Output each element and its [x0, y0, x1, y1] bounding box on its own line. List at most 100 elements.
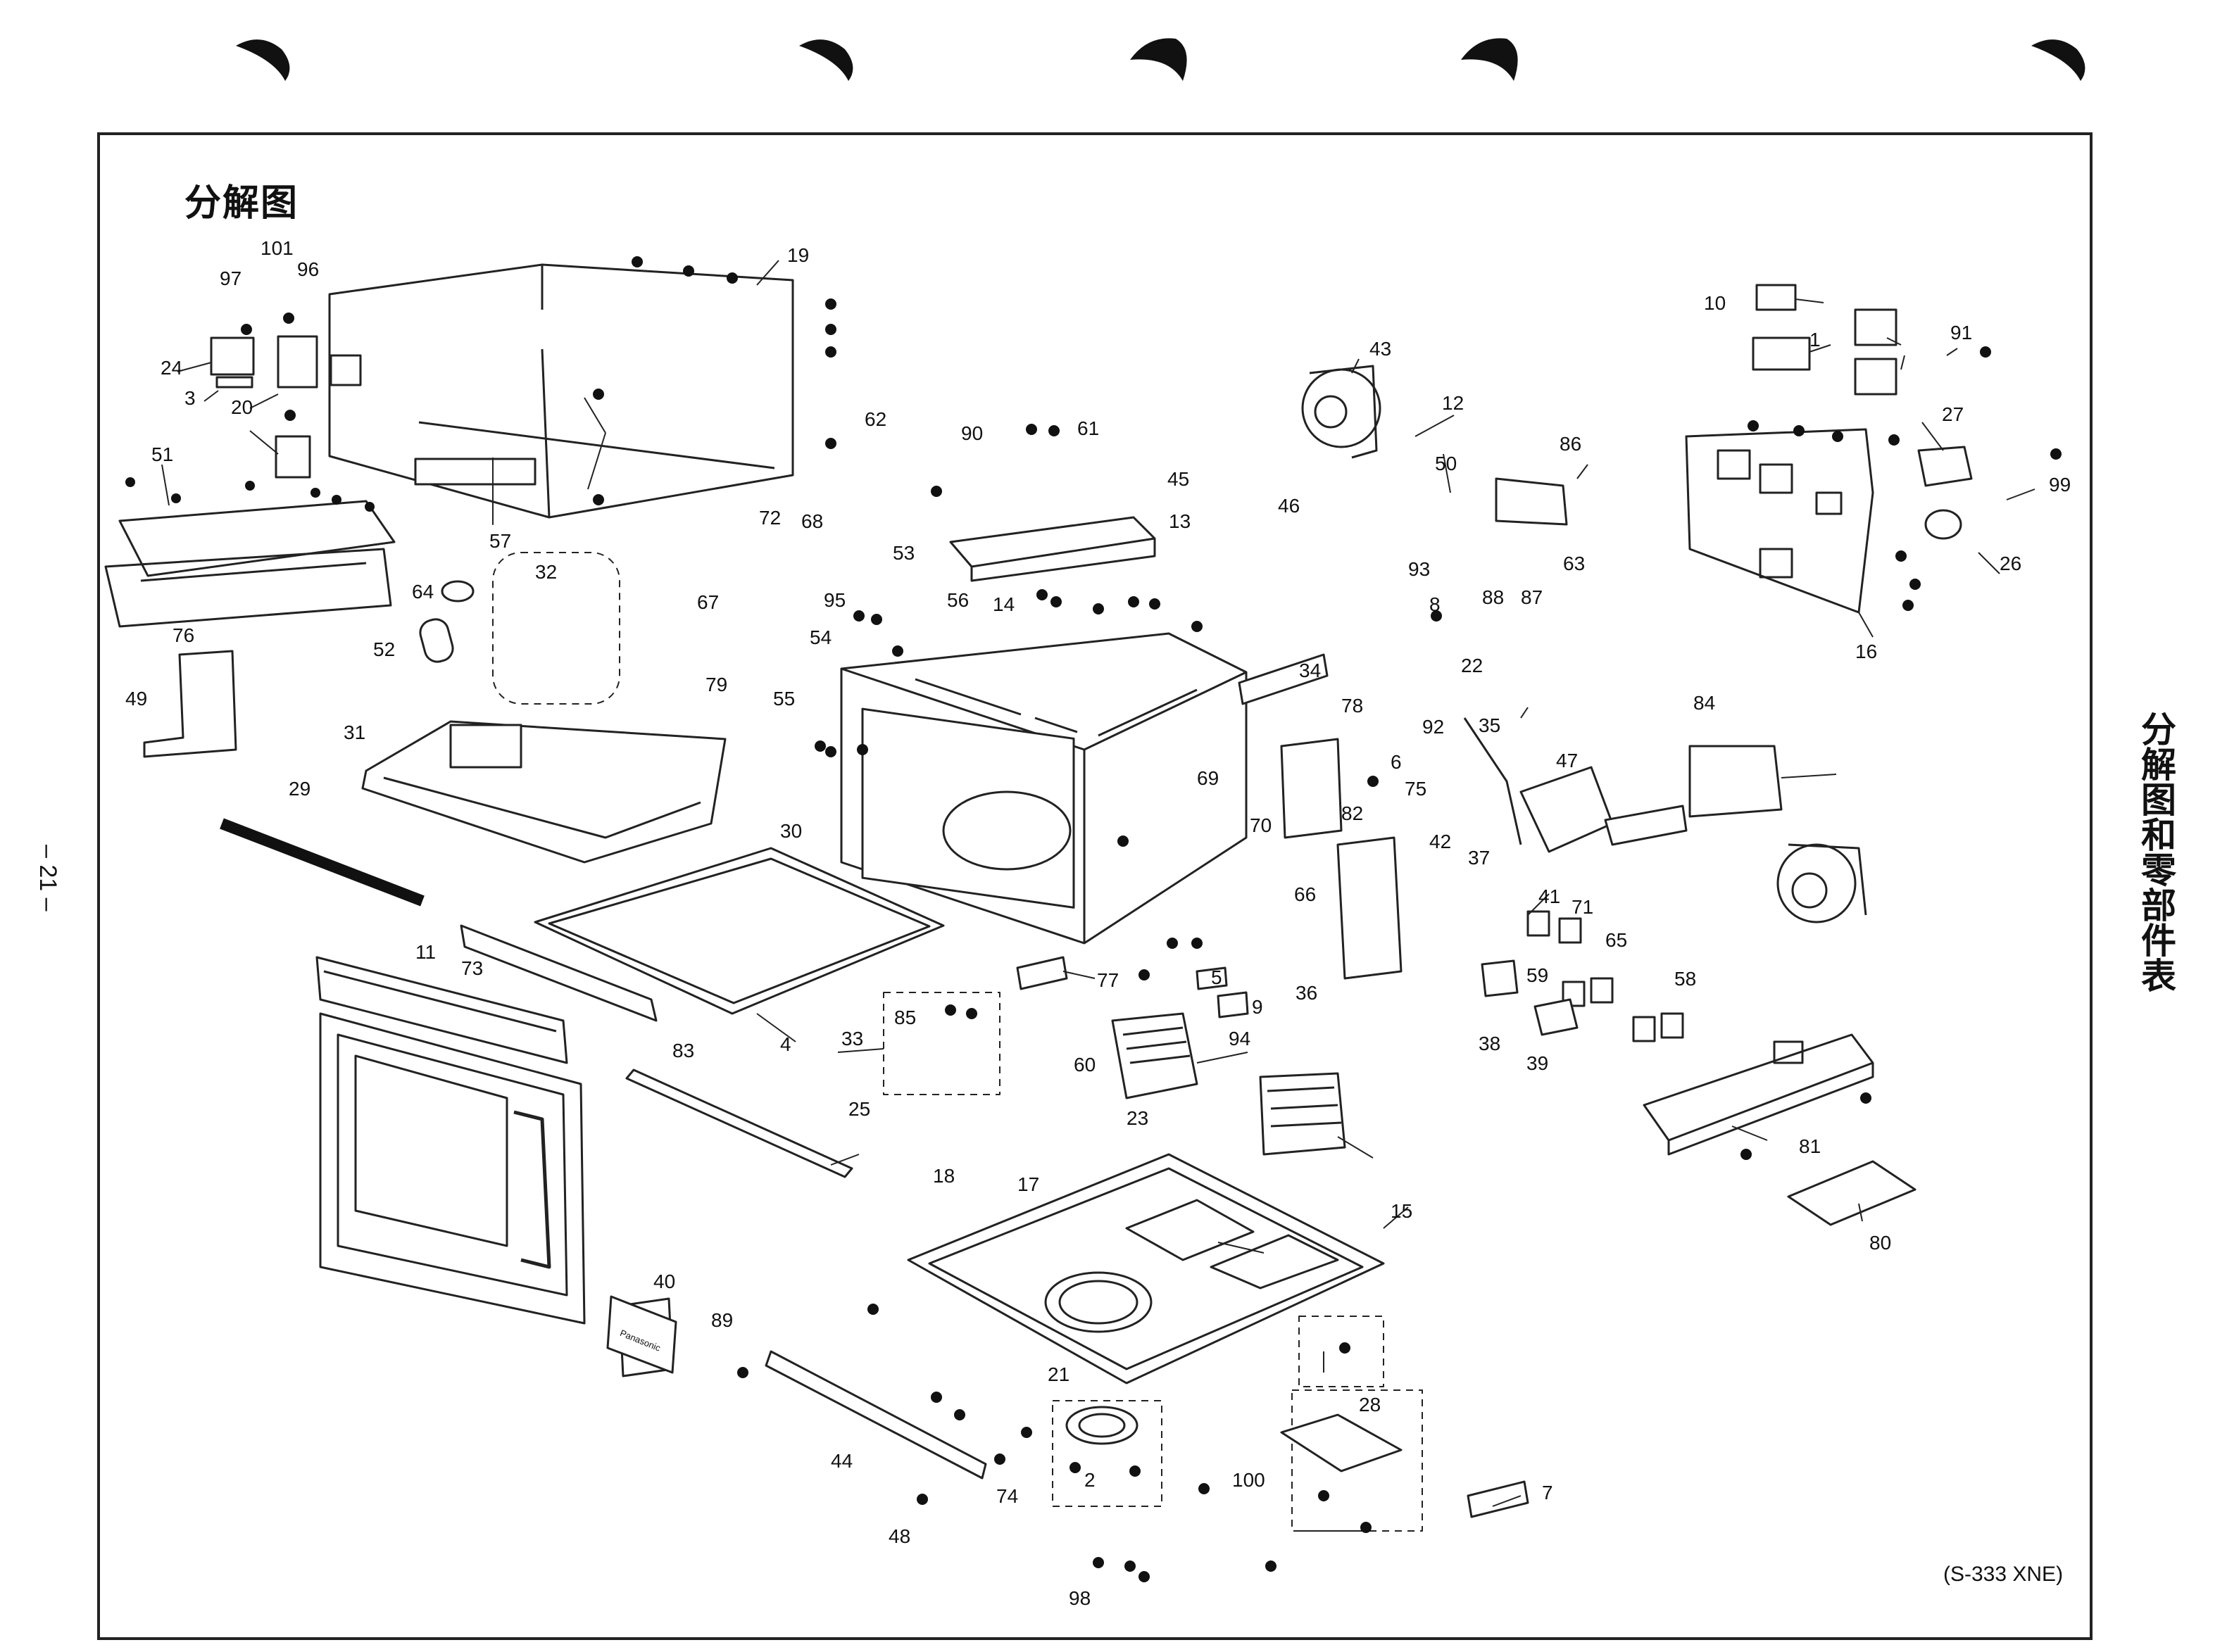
- callout-80: 80: [1869, 1232, 1891, 1254]
- callout-77: 77: [1097, 969, 1119, 991]
- callout-58: 58: [1674, 968, 1696, 990]
- callout-75: 75: [1405, 778, 1426, 800]
- callout-11: 11: [415, 941, 436, 963]
- binding-hole-icon: [799, 39, 853, 81]
- callout-21: 21: [1048, 1363, 1069, 1385]
- callout-28: 28: [1359, 1394, 1381, 1415]
- callout-31: 31: [344, 721, 365, 743]
- callout-97: 97: [220, 267, 241, 289]
- callout-96: 96: [297, 258, 319, 280]
- callout-40: 40: [653, 1270, 675, 1292]
- callout-94: 94: [1229, 1028, 1250, 1049]
- side-title: 分解图和零部件表: [2135, 711, 2176, 992]
- callout-22: 22: [1461, 655, 1483, 676]
- callout-89: 89: [711, 1309, 733, 1331]
- callout-54: 54: [810, 626, 832, 648]
- callout-87: 87: [1521, 586, 1543, 608]
- callout-99: 99: [2049, 474, 2071, 496]
- callout-3: 3: [184, 387, 196, 409]
- callout-60: 60: [1074, 1054, 1096, 1076]
- model-number: (S-333 XNE): [1943, 1563, 2064, 1586]
- callout-17: 17: [1017, 1173, 1039, 1195]
- callout-86: 86: [1560, 433, 1581, 455]
- small-brackets-top-left: [210, 335, 362, 479]
- callout-61: 61: [1077, 417, 1099, 439]
- callout-9: 9: [1252, 996, 1263, 1018]
- callout-27: 27: [1942, 403, 1964, 425]
- callout-36: 36: [1296, 982, 1317, 1004]
- callout-7: 7: [1542, 1482, 1553, 1503]
- callout-57: 57: [489, 530, 511, 552]
- callout-50: 50: [1435, 453, 1457, 474]
- callout-49: 49: [125, 688, 147, 710]
- screws: [125, 256, 2062, 1582]
- callout-72: 72: [759, 507, 781, 529]
- callout-25: 25: [848, 1098, 870, 1120]
- callout-12: 12: [1442, 392, 1464, 414]
- callout-63: 63: [1563, 553, 1585, 574]
- binding-hole-icon: [236, 39, 290, 81]
- outer-cabinet: [328, 263, 794, 519]
- name-plate-40: Panasonic: [606, 1295, 677, 1374]
- callout-38: 38: [1479, 1033, 1500, 1054]
- callout-24: 24: [161, 357, 182, 379]
- callout-93: 93: [1408, 558, 1430, 580]
- diagram-frame: [97, 132, 2093, 1640]
- callout-98: 98: [1069, 1587, 1091, 1609]
- page-title: 分解图: [184, 182, 299, 225]
- leader-lines: [161, 260, 2035, 1532]
- callout-35: 35: [1479, 714, 1500, 736]
- callout-34: 34: [1299, 660, 1321, 681]
- callout-90: 90: [961, 422, 983, 444]
- callout-56: 56: [947, 589, 969, 611]
- binding-hole-icon: [2031, 39, 2085, 81]
- callout-48: 48: [889, 1525, 910, 1547]
- callout-20: 20: [231, 396, 253, 418]
- callout-6: 6: [1391, 751, 1402, 773]
- cabinet-parts-right: [1752, 284, 1973, 540]
- stirrer-and-misc: [1016, 653, 1688, 1019]
- callout-1: 1: [1809, 329, 1821, 351]
- rear-panel-16: [1685, 428, 1874, 614]
- callout-47: 47: [1556, 750, 1578, 771]
- callout-42: 42: [1429, 831, 1451, 852]
- callout-23: 23: [1127, 1107, 1148, 1129]
- callout-81: 81: [1799, 1135, 1821, 1157]
- callout-92: 92: [1422, 716, 1444, 738]
- callout-45: 45: [1167, 468, 1189, 490]
- magnetron-and-fans: [1301, 365, 1867, 923]
- callout-32: 32: [535, 561, 557, 583]
- callout-14: 14: [993, 593, 1015, 615]
- callout-62: 62: [865, 408, 886, 430]
- callout-4: 4: [780, 1033, 791, 1055]
- callout-44: 44: [831, 1450, 853, 1472]
- door-seal-strip-29: [220, 818, 425, 907]
- callout-69: 69: [1197, 767, 1219, 789]
- callout-101: 101: [261, 237, 294, 259]
- callout-41: 41: [1538, 885, 1560, 907]
- switches: [1481, 910, 1684, 1042]
- callout-55: 55: [773, 688, 795, 710]
- callout-43: 43: [1369, 338, 1391, 360]
- callout-19: 19: [787, 244, 809, 266]
- callout-37: 37: [1468, 847, 1490, 869]
- callout-46: 46: [1278, 495, 1300, 517]
- callout-67: 67: [697, 591, 719, 613]
- callout-5: 5: [1211, 966, 1222, 988]
- callout-13: 13: [1169, 510, 1191, 532]
- callout-76: 76: [172, 624, 194, 646]
- base-plate-15: [907, 1153, 1385, 1385]
- callout-71: 71: [1572, 896, 1593, 918]
- waveguide-cover: [949, 516, 1156, 582]
- callout-29: 29: [289, 778, 310, 800]
- callout-18: 18: [933, 1165, 955, 1187]
- control-panel-board: [104, 500, 396, 628]
- callout-79: 79: [705, 674, 727, 695]
- callout-53: 53: [893, 542, 915, 564]
- callout-65: 65: [1605, 929, 1627, 951]
- callout-84: 84: [1693, 692, 1715, 714]
- callout-74: 74: [996, 1485, 1018, 1507]
- callout-numbers: 1 2 3 4 5 6 7 8 9 10 11 12 13 14 15 16 1…: [125, 237, 2071, 1609]
- choke-bar-83: [460, 924, 658, 1022]
